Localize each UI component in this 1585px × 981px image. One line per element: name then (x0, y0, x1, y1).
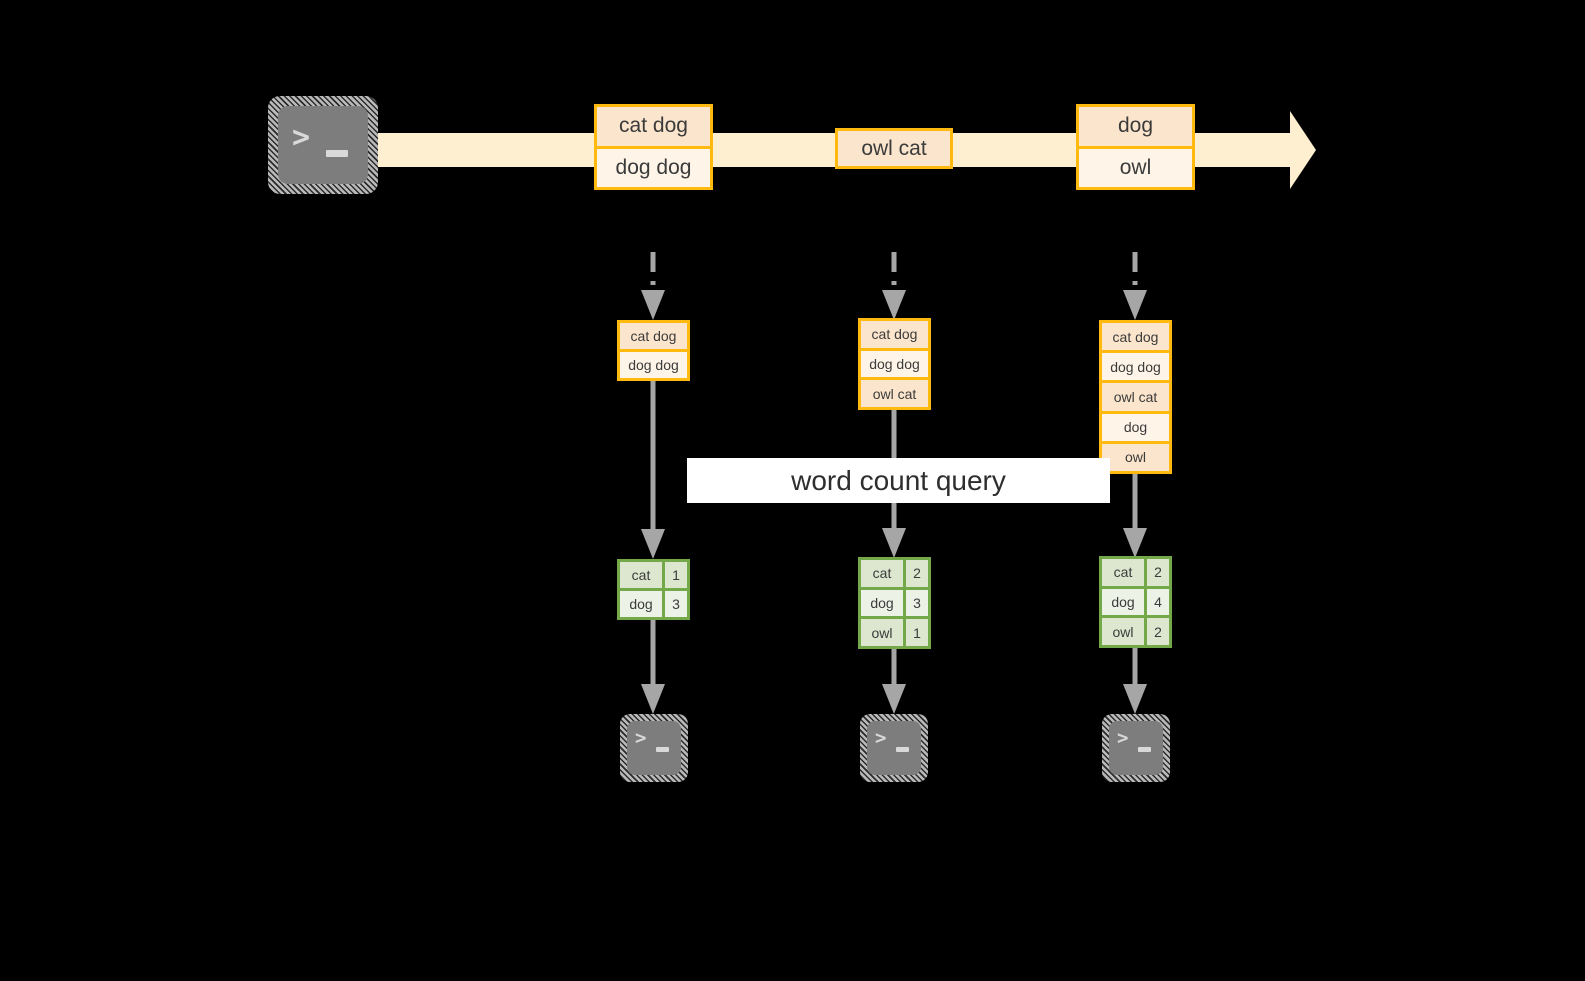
table-row: cat 2 (861, 560, 928, 587)
prompt-cursor-icon (1138, 747, 1151, 752)
snapshot-to-result-connector-1 (641, 381, 665, 559)
prompt-chevron-icon: > (635, 727, 647, 749)
result-word: owl (861, 619, 906, 647)
table-row: owl 2 (1102, 615, 1169, 646)
stream-record-line: owl (1079, 145, 1192, 187)
result-count: 2 (906, 560, 928, 587)
source-terminal-icon: > (268, 96, 378, 194)
prompt-cursor-icon (326, 150, 348, 157)
stream-record-line: dog (1079, 107, 1192, 146)
stream-to-snapshot-connector-1 (641, 252, 665, 320)
terminal-screen: > (278, 106, 368, 184)
prompt-cursor-icon (656, 747, 669, 752)
table-row: cat 2 (1102, 559, 1169, 586)
stream-record-line: cat dog (597, 107, 710, 146)
result-word: owl (1102, 618, 1147, 646)
snapshot-input-2: cat dog dog dog owl cat (858, 318, 931, 410)
result-count: 1 (665, 562, 687, 588)
sink-terminal-icon-1: > (620, 714, 688, 782)
table-row: dog 3 (861, 586, 928, 617)
stream-to-snapshot-connector-2 (882, 252, 906, 320)
result-count: 4 (1147, 588, 1169, 616)
result-word: cat (620, 562, 665, 588)
table-row: cat 1 (620, 562, 687, 588)
terminal-screen: > (867, 721, 921, 775)
table-row: owl 1 (861, 616, 928, 647)
prompt-cursor-icon (896, 747, 909, 752)
stream-record-2: owl cat (835, 128, 953, 169)
result-word: dog (620, 591, 665, 617)
result-count: 2 (1147, 618, 1169, 646)
terminal-screen: > (1109, 721, 1163, 775)
sink-terminal-icon-2: > (860, 714, 928, 782)
terminal-screen: > (627, 721, 681, 775)
snapshot-input-3: cat dog dog dog owl cat dog owl (1099, 320, 1172, 474)
snapshot-input-line: cat dog (620, 323, 687, 349)
result-count: 3 (665, 591, 687, 617)
result-word: cat (1102, 559, 1147, 586)
result-count: 1 (906, 619, 928, 647)
snapshot-input-line: dog dog (1102, 350, 1169, 381)
prompt-chevron-icon: > (1117, 727, 1129, 749)
table-row: dog 3 (620, 588, 687, 617)
snapshot-input-line: dog dog (861, 347, 928, 378)
stream-record-3: dog owl (1076, 104, 1195, 190)
snapshot-input-line: owl cat (1102, 380, 1169, 411)
snapshot-input-line: owl cat (861, 377, 928, 408)
table-row: dog 4 (1102, 585, 1169, 616)
snapshot-input-line: dog (1102, 410, 1169, 441)
snapshot-to-result-connector-3 (1123, 474, 1147, 558)
snapshot-input-line: cat dog (1102, 323, 1169, 351)
snapshot-input-line: cat dog (861, 321, 928, 348)
snapshot-input-1: cat dog dog dog (617, 320, 690, 381)
result-table-3: cat 2 dog 4 owl 2 (1099, 556, 1172, 648)
stream-to-snapshot-connector-3 (1123, 252, 1147, 320)
query-label-banner: word count query (687, 458, 1110, 503)
snapshot-input-line: dog dog (620, 349, 687, 378)
result-count: 3 (906, 589, 928, 617)
query-label-text: word count query (791, 464, 1006, 496)
stream-record-line: owl cat (838, 131, 950, 166)
sink-terminal-icon-3: > (1102, 714, 1170, 782)
stream-record-1: cat dog dog dog (594, 104, 713, 190)
result-table-2: cat 2 dog 3 owl 1 (858, 557, 931, 649)
result-table-1: cat 1 dog 3 (617, 559, 690, 620)
result-word: dog (861, 589, 906, 617)
result-word: cat (861, 560, 906, 587)
result-count: 2 (1147, 559, 1169, 586)
result-to-sink-connector-1 (641, 620, 665, 714)
stream-record-line: dog dog (597, 145, 710, 187)
result-to-sink-connector-2 (882, 649, 906, 714)
prompt-chevron-icon: > (875, 727, 887, 749)
snapshot-input-line: owl (1102, 440, 1169, 472)
result-word: dog (1102, 588, 1147, 616)
result-to-sink-connector-3 (1123, 648, 1147, 714)
prompt-chevron-icon: > (292, 120, 311, 155)
